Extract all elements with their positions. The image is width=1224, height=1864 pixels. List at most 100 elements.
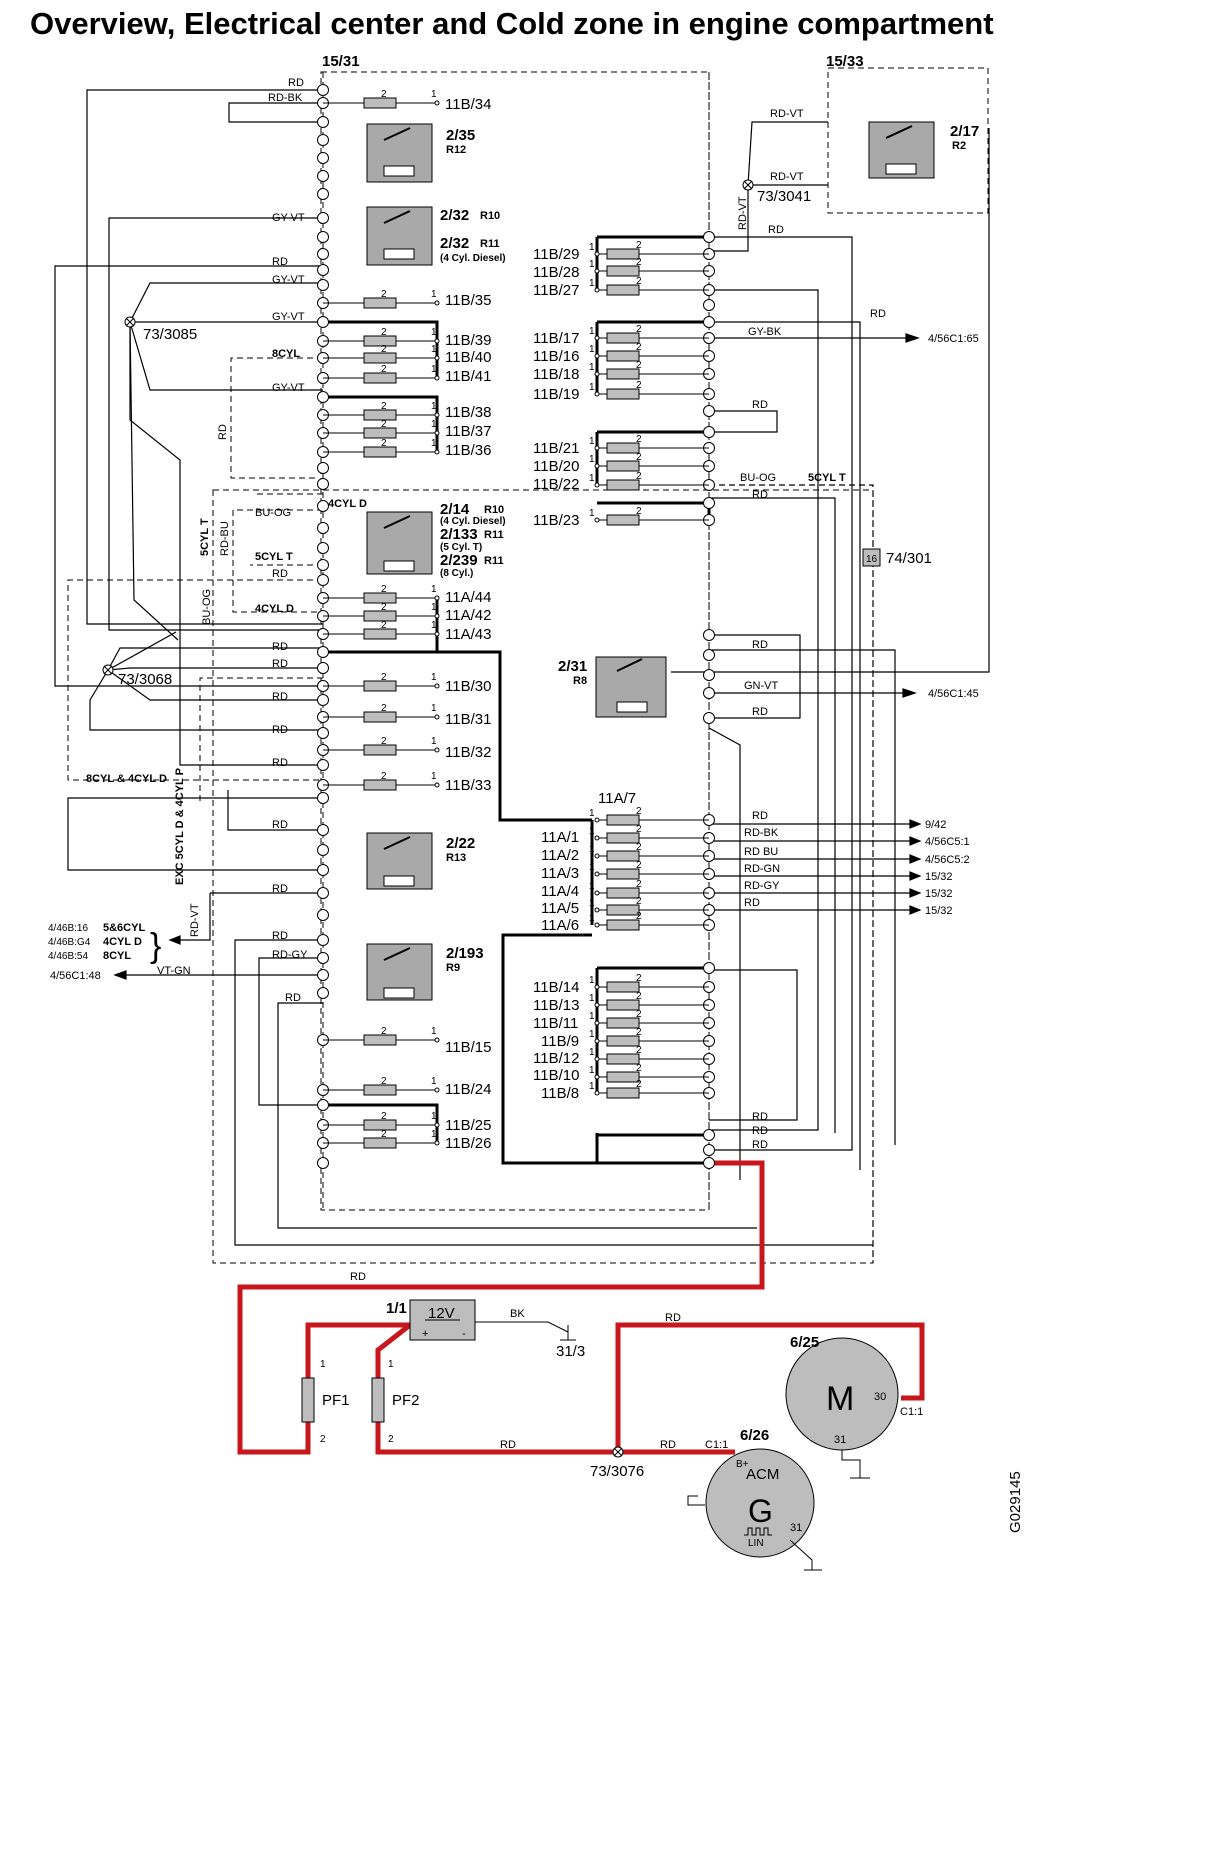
pin-number: 1 xyxy=(589,1047,595,1058)
fuse-symbol xyxy=(606,388,640,400)
pin-number: 2 xyxy=(636,257,642,268)
pin-number: 1 xyxy=(589,508,595,519)
relay-2-22-sub: R13 xyxy=(446,852,466,864)
pin-number: 2 xyxy=(636,1063,642,1074)
fuse-symbol xyxy=(363,372,397,384)
wire-label: BU-OG xyxy=(201,589,213,625)
splice-label-73-3076: 73/3076 xyxy=(590,1463,644,1480)
bus-terminal xyxy=(317,478,329,490)
pin-number: 2 xyxy=(636,860,642,871)
pin-number: 2 xyxy=(636,842,642,853)
pin-number: 2 xyxy=(636,896,642,907)
wire-label: RD xyxy=(752,810,768,822)
fuse-label: 11A/43 xyxy=(445,626,491,643)
prefuse-pf1 xyxy=(301,1377,315,1423)
fuse-symbol xyxy=(363,628,397,640)
fuse-label: 11B/21 xyxy=(533,440,579,457)
wire-label: GN-VT xyxy=(744,680,779,692)
pin-number: 2 xyxy=(381,1076,387,1087)
relay-coils xyxy=(383,163,917,999)
bus-terminal xyxy=(317,987,329,999)
wire-label: 4CYL D xyxy=(328,498,367,510)
bus-terminal xyxy=(703,687,715,699)
splice-73-3085 xyxy=(124,316,136,328)
pin-number: 2 xyxy=(381,1111,387,1122)
relay-2-35-sub: R12 xyxy=(446,144,466,156)
splice-73-3076 xyxy=(612,1446,624,1458)
fuse-symbol xyxy=(363,1034,397,1046)
fuse-label: 11B/22 xyxy=(533,476,579,493)
right-bus-terminals xyxy=(703,72,715,1210)
wire-label: GY-VT xyxy=(272,382,305,394)
fuse-label: 11B/30 xyxy=(445,678,491,695)
generator-conn: C1:1 xyxy=(705,1439,728,1451)
wire-label: RD xyxy=(285,992,301,1004)
pin-number: 1 xyxy=(589,344,595,355)
wire-label: BK xyxy=(510,1308,525,1320)
fuse-symbol xyxy=(606,868,640,880)
fuse-label: 11B/37 xyxy=(445,423,491,440)
relay-2-239-sub: R11 xyxy=(484,555,504,567)
wire-label: RD xyxy=(744,897,760,909)
wire-label: RD-VT xyxy=(737,196,749,230)
fuse-symbol xyxy=(606,1071,640,1083)
fuse-label: 11B/23 xyxy=(533,512,579,529)
bus-terminal xyxy=(317,952,329,964)
generator-pin: B+ xyxy=(736,1459,749,1470)
fuse-symbol xyxy=(606,887,640,899)
relay-2-14-sub: R10 xyxy=(484,504,504,516)
bus-terminal xyxy=(317,212,329,224)
fuse-symbol xyxy=(606,850,640,862)
wire-label: RD BU xyxy=(744,846,778,858)
pin-number: 2 xyxy=(381,89,387,100)
bus-terminal xyxy=(317,500,329,512)
figure-code: G029145 xyxy=(1007,1471,1024,1533)
starter-motor-id: 6/25 xyxy=(790,1334,819,1351)
bus-terminal xyxy=(703,299,715,311)
pin-number: 2 xyxy=(636,1045,642,1056)
pin-number: 1 xyxy=(589,993,595,1004)
fuse-symbol xyxy=(606,814,640,826)
bus-terminal xyxy=(317,574,329,586)
wire-label: 5CYL T xyxy=(199,518,211,556)
pin-number: 2 xyxy=(381,703,387,714)
splice-73-3068 xyxy=(102,664,114,676)
ground-label: 31/3 xyxy=(556,1343,585,1360)
battery-minus: - xyxy=(462,1328,466,1340)
wire-label: EXC 5CYL D & 4CYL P xyxy=(174,768,186,885)
pin-number: 2 xyxy=(636,1027,642,1038)
dashed-wires xyxy=(67,357,323,805)
pin-number: 2 xyxy=(636,506,642,517)
pin-number: 1 xyxy=(589,975,595,986)
bus-terminal xyxy=(317,662,329,674)
pin-number: 2 xyxy=(381,289,387,300)
fuse-symbol xyxy=(606,479,640,491)
fuse-label: 11A/1 xyxy=(541,829,579,846)
bus-terminal xyxy=(317,279,329,291)
pin-number: 2 xyxy=(636,471,642,482)
wire-label: RD xyxy=(752,1125,768,1137)
pin-number: 1 xyxy=(431,89,437,100)
relay-2-133-note: (5 Cyl. T) xyxy=(440,542,482,553)
relay-2-31-sub: R8 xyxy=(573,675,587,687)
bus-terminal xyxy=(317,84,329,96)
bus-terminal xyxy=(317,646,329,658)
fuse-label: 11B/38 xyxy=(445,404,491,421)
wire-label: RD-GY xyxy=(744,880,780,892)
fuse-label: 11A/6 xyxy=(541,917,579,934)
wire-label: BU-OG xyxy=(740,472,776,484)
fuse-symbol xyxy=(606,1035,640,1047)
wire-label: RD xyxy=(272,658,288,670)
fuse-label: 11A/42 xyxy=(445,607,491,624)
pin-number: 1 xyxy=(589,326,595,337)
fuse-symbol xyxy=(363,1137,397,1149)
pin-number: 2 xyxy=(381,1026,387,1037)
pin-number: 1 xyxy=(431,672,437,683)
fuse-symbol xyxy=(363,427,397,439)
fuse-symbol xyxy=(363,1084,397,1096)
pin-number: 1 xyxy=(431,327,437,338)
wire-label: BU-OG xyxy=(255,507,291,519)
fuse-symbol xyxy=(363,592,397,604)
bus-terminal xyxy=(703,669,715,681)
relay-2-32-r10-label: 2/32 xyxy=(440,207,469,224)
